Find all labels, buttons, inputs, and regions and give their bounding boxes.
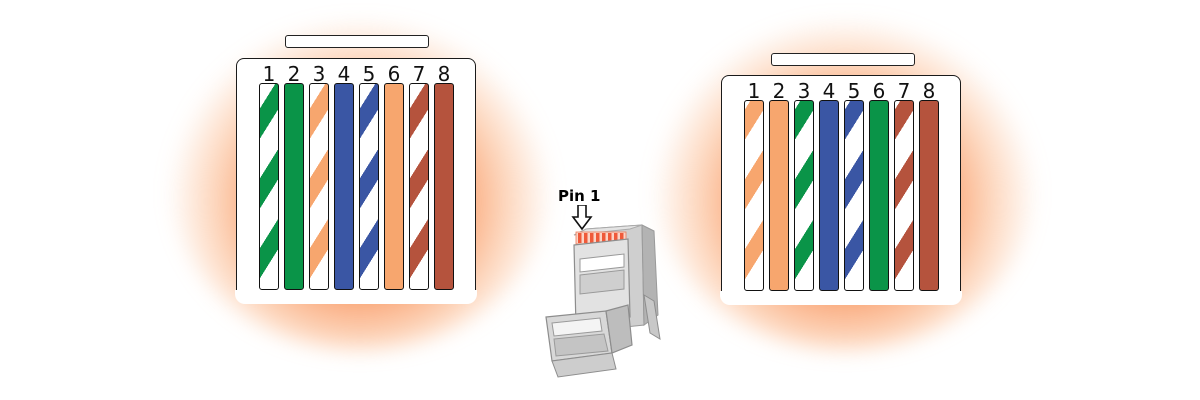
plug-contact-3	[590, 233, 594, 243]
left-wire-3-white-orange	[309, 83, 329, 290]
right-wire-2-orange	[769, 100, 789, 291]
right-wire-5-white-blue	[844, 100, 864, 291]
plug-contact-1	[578, 233, 582, 243]
plug-contact-8	[620, 233, 624, 243]
left-pin-number-1: 1	[262, 62, 276, 86]
right-wire-3-white-green	[794, 100, 814, 291]
plug-contact-6	[608, 233, 612, 243]
right-wire-6-green	[869, 100, 889, 291]
plug-contact-5	[602, 233, 606, 243]
right-wire-7-white-brown	[894, 100, 914, 291]
plug-contacts	[578, 233, 624, 243]
left-pin-number-8: 8	[437, 62, 451, 86]
right-pin-number-6: 6	[872, 79, 886, 103]
right-wire-8-brown	[919, 100, 939, 291]
left-wire-5-white-blue	[359, 83, 379, 290]
right-wire-1-white-orange	[744, 100, 764, 291]
plug-contact-7	[614, 233, 618, 243]
left-connector-base	[235, 290, 477, 304]
left-wire-1-white-green	[259, 83, 279, 290]
down-arrow-icon	[571, 205, 593, 231]
left-connector-latch	[285, 35, 429, 48]
left-pin-number-2: 2	[287, 62, 301, 86]
right-connector-base	[720, 291, 962, 305]
left-wire-7-white-brown	[409, 83, 429, 290]
right-pin-number-3: 3	[797, 79, 811, 103]
rj45-plug	[545, 205, 661, 378]
right-pin-number-4: 4	[822, 79, 836, 103]
right-pin-number-8: 8	[922, 79, 936, 103]
right-pin-number-7: 7	[897, 79, 911, 103]
left-wire-4-blue	[334, 83, 354, 290]
left-wire-6-orange	[384, 83, 404, 290]
right-pin-number-1: 1	[747, 79, 761, 103]
right-pin-number-2: 2	[772, 79, 786, 103]
plug-contact-2	[584, 233, 588, 243]
left-pin-number-5: 5	[362, 62, 376, 86]
right-wire-4-blue	[819, 100, 839, 291]
left-wire-2-green	[284, 83, 304, 290]
left-pin-number-3: 3	[312, 62, 326, 86]
left-pin-number-4: 4	[337, 62, 351, 86]
left-wire-8-brown	[434, 83, 454, 290]
right-connector-latch	[771, 53, 915, 66]
plug-contact-4	[596, 233, 600, 243]
left-pin-number-7: 7	[412, 62, 426, 86]
right-pin-number-5: 5	[847, 79, 861, 103]
left-pin-number-6: 6	[387, 62, 401, 86]
pin-1-label: Pin 1	[558, 187, 601, 205]
